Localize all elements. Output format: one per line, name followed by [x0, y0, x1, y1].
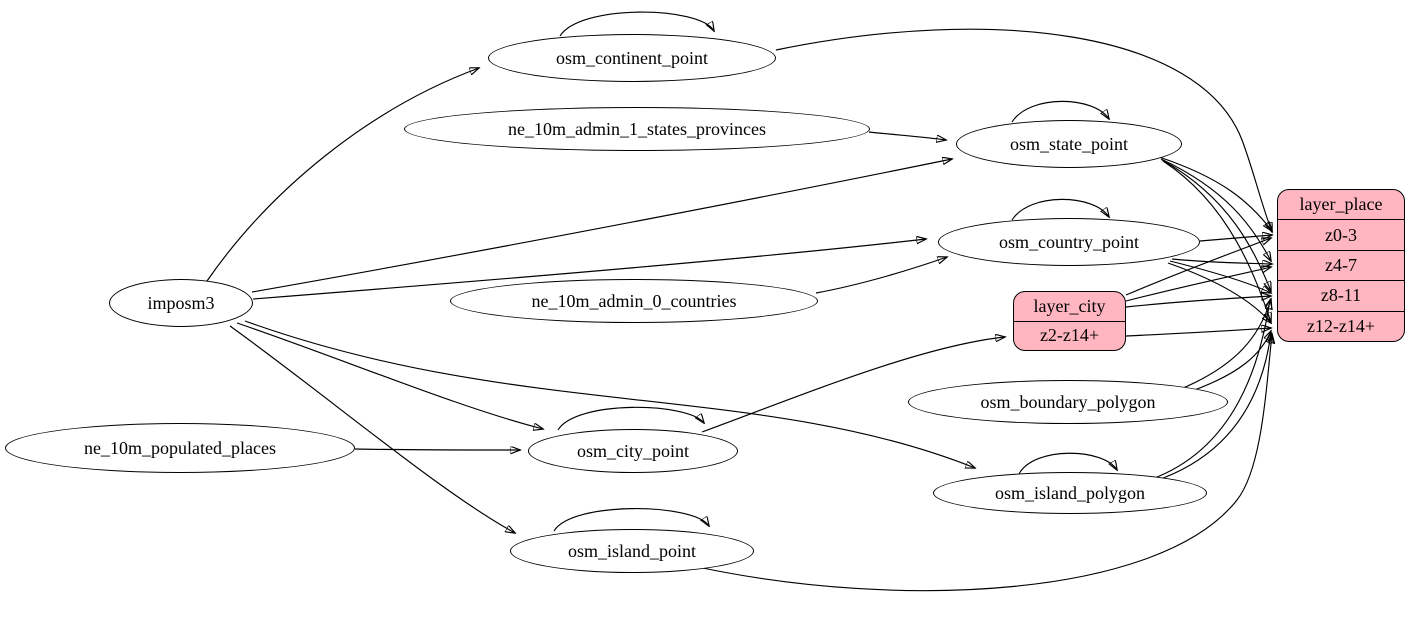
edge-osm_boundary_polygon-to-layer_place-z8-11 — [1175, 299, 1271, 392]
node-osm_island_polygon: osm_island_polygon — [933, 472, 1207, 514]
edge-osm_city_point-to-layer_city-z2-z14 — [701, 337, 1005, 433]
layer_place-row-z4-7: z4-7 — [1278, 249, 1404, 280]
node-imposm3: imposm3 — [109, 279, 253, 327]
edge-layer_city-to-layer_place-z8-11 — [1125, 296, 1271, 308]
node-layer_place: layer_place z0-3 z4-7 z8-11 z12-z14+ — [1277, 189, 1405, 342]
edge-osm_state_point-to-layer_place-z0-3 — [1158, 156, 1272, 231]
layer_place-row-z0-3: z0-3 — [1278, 219, 1404, 249]
node-osm_boundary_polygon: osm_boundary_polygon — [908, 380, 1228, 424]
edge-osm_country_point-to-layer_place-z8-11 — [1169, 260, 1271, 293]
edge-osm_island_polygon-to-layer_place-z8-11 — [1151, 300, 1270, 480]
edge-layer_city-to-layer_place-z12-z14 — [1125, 328, 1271, 337]
edge-osm_state_point-to-layer_place-z8-11 — [1161, 159, 1271, 291]
layer_city-title: layer_city — [1033, 295, 1106, 316]
edge-osm_country_point-to-layer_place-z0-3 — [1199, 235, 1272, 242]
edge-osm_state_point-to-layer_place-z4-7 — [1160, 158, 1271, 261]
layer_place-row-z12-z14: z12-z14+ — [1278, 310, 1404, 341]
node-osm_state_point: osm_state_point — [956, 120, 1182, 168]
edge-imposm3-to-osm_continent_point — [206, 68, 479, 282]
edge-ne_10m_admin_0_countries-to-osm_country_point — [815, 257, 947, 294]
edge-imposm3-to-osm_state_point — [251, 159, 952, 293]
edge-ne_10m_populated_places-to-osm_city_point — [354, 449, 520, 450]
node-ne_10m_admin_0_countries: ne_10m_admin_0_countries — [450, 279, 818, 323]
node-ne_10m_populated_places: ne_10m_populated_places — [5, 423, 355, 473]
edge-layer_city-to-layer_place-z4-7 — [1125, 267, 1271, 302]
selfloop-osm_continent_point — [559, 11, 714, 37]
edge-osm_island_polygon-to-layer_place-z12-z14 — [1154, 333, 1271, 482]
edge-ne_10m_admin_1_states_provinces-to-osm_state_point — [868, 131, 946, 140]
layer_place-row-z8-11: z8-11 — [1278, 280, 1404, 310]
layer_place-title: layer_place — [1299, 194, 1383, 215]
node-ne_10m_admin_1_states_provinces: ne_10m_admin_1_states_provinces — [404, 107, 870, 151]
node-osm_country_point: osm_country_point — [938, 218, 1200, 266]
edge-osm_island_point-to-layer_place-z12-z14 — [697, 334, 1272, 592]
selfloop-osm_island_polygon — [1018, 452, 1117, 475]
edge-layer_city-to-layer_place-z0-3 — [1125, 238, 1271, 296]
selfloop-osm_state_point — [1011, 100, 1109, 123]
edge-imposm3-to-osm_city_point — [236, 322, 543, 429]
layer_city-row-z2-z14: z2-z14+ — [1014, 320, 1125, 351]
selfloop-osm_city_point — [557, 406, 704, 431]
edge-imposm3-to-osm_island_polygon — [244, 320, 975, 468]
node-osm_continent_point: osm_continent_point — [488, 34, 776, 82]
edge-imposm3-to-osm_country_point — [252, 239, 926, 300]
node-osm_city_point: osm_city_point — [528, 429, 738, 473]
edge-osm_continent_point-to-layer_place-z0-3 — [775, 28, 1272, 232]
edge-imposm3-to-osm_island_point — [229, 325, 515, 533]
edge-osm_country_point-to-layer_place-z4-7 — [1171, 258, 1272, 264]
node-layer_city: layer_city z2-z14+ — [1013, 291, 1126, 351]
selfloop-osm_island_point — [553, 508, 709, 532]
selfloop-osm_country_point — [1011, 198, 1109, 221]
node-osm_island_point: osm_island_point — [510, 529, 754, 573]
